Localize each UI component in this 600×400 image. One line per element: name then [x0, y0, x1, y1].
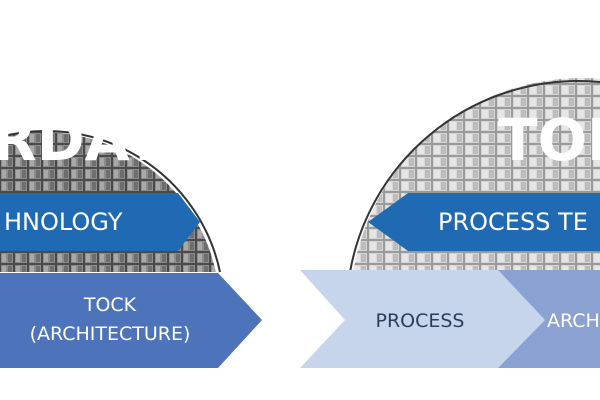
- right-wafer-edge: [349, 80, 600, 273]
- left-heading: RDAY: [0, 106, 167, 174]
- process-chevron: [300, 270, 545, 368]
- arch-label: ARCH: [547, 310, 600, 332]
- left-wafer-edge: [0, 129, 221, 273]
- tock-label: TOCK: [83, 294, 137, 316]
- tock-sublabel: (ARCHITECTURE): [30, 323, 191, 345]
- tock-chevron: [0, 273, 262, 368]
- right-process-banner: [368, 193, 600, 251]
- right-banner-label: PROCESS TE: [438, 208, 588, 236]
- left-banner-label: HNOLOGY: [4, 208, 123, 236]
- right-heading: TOD: [498, 106, 600, 174]
- arch-chevron: [498, 270, 600, 368]
- left-technology-banner: [0, 193, 200, 251]
- process-label: PROCESS: [375, 310, 464, 332]
